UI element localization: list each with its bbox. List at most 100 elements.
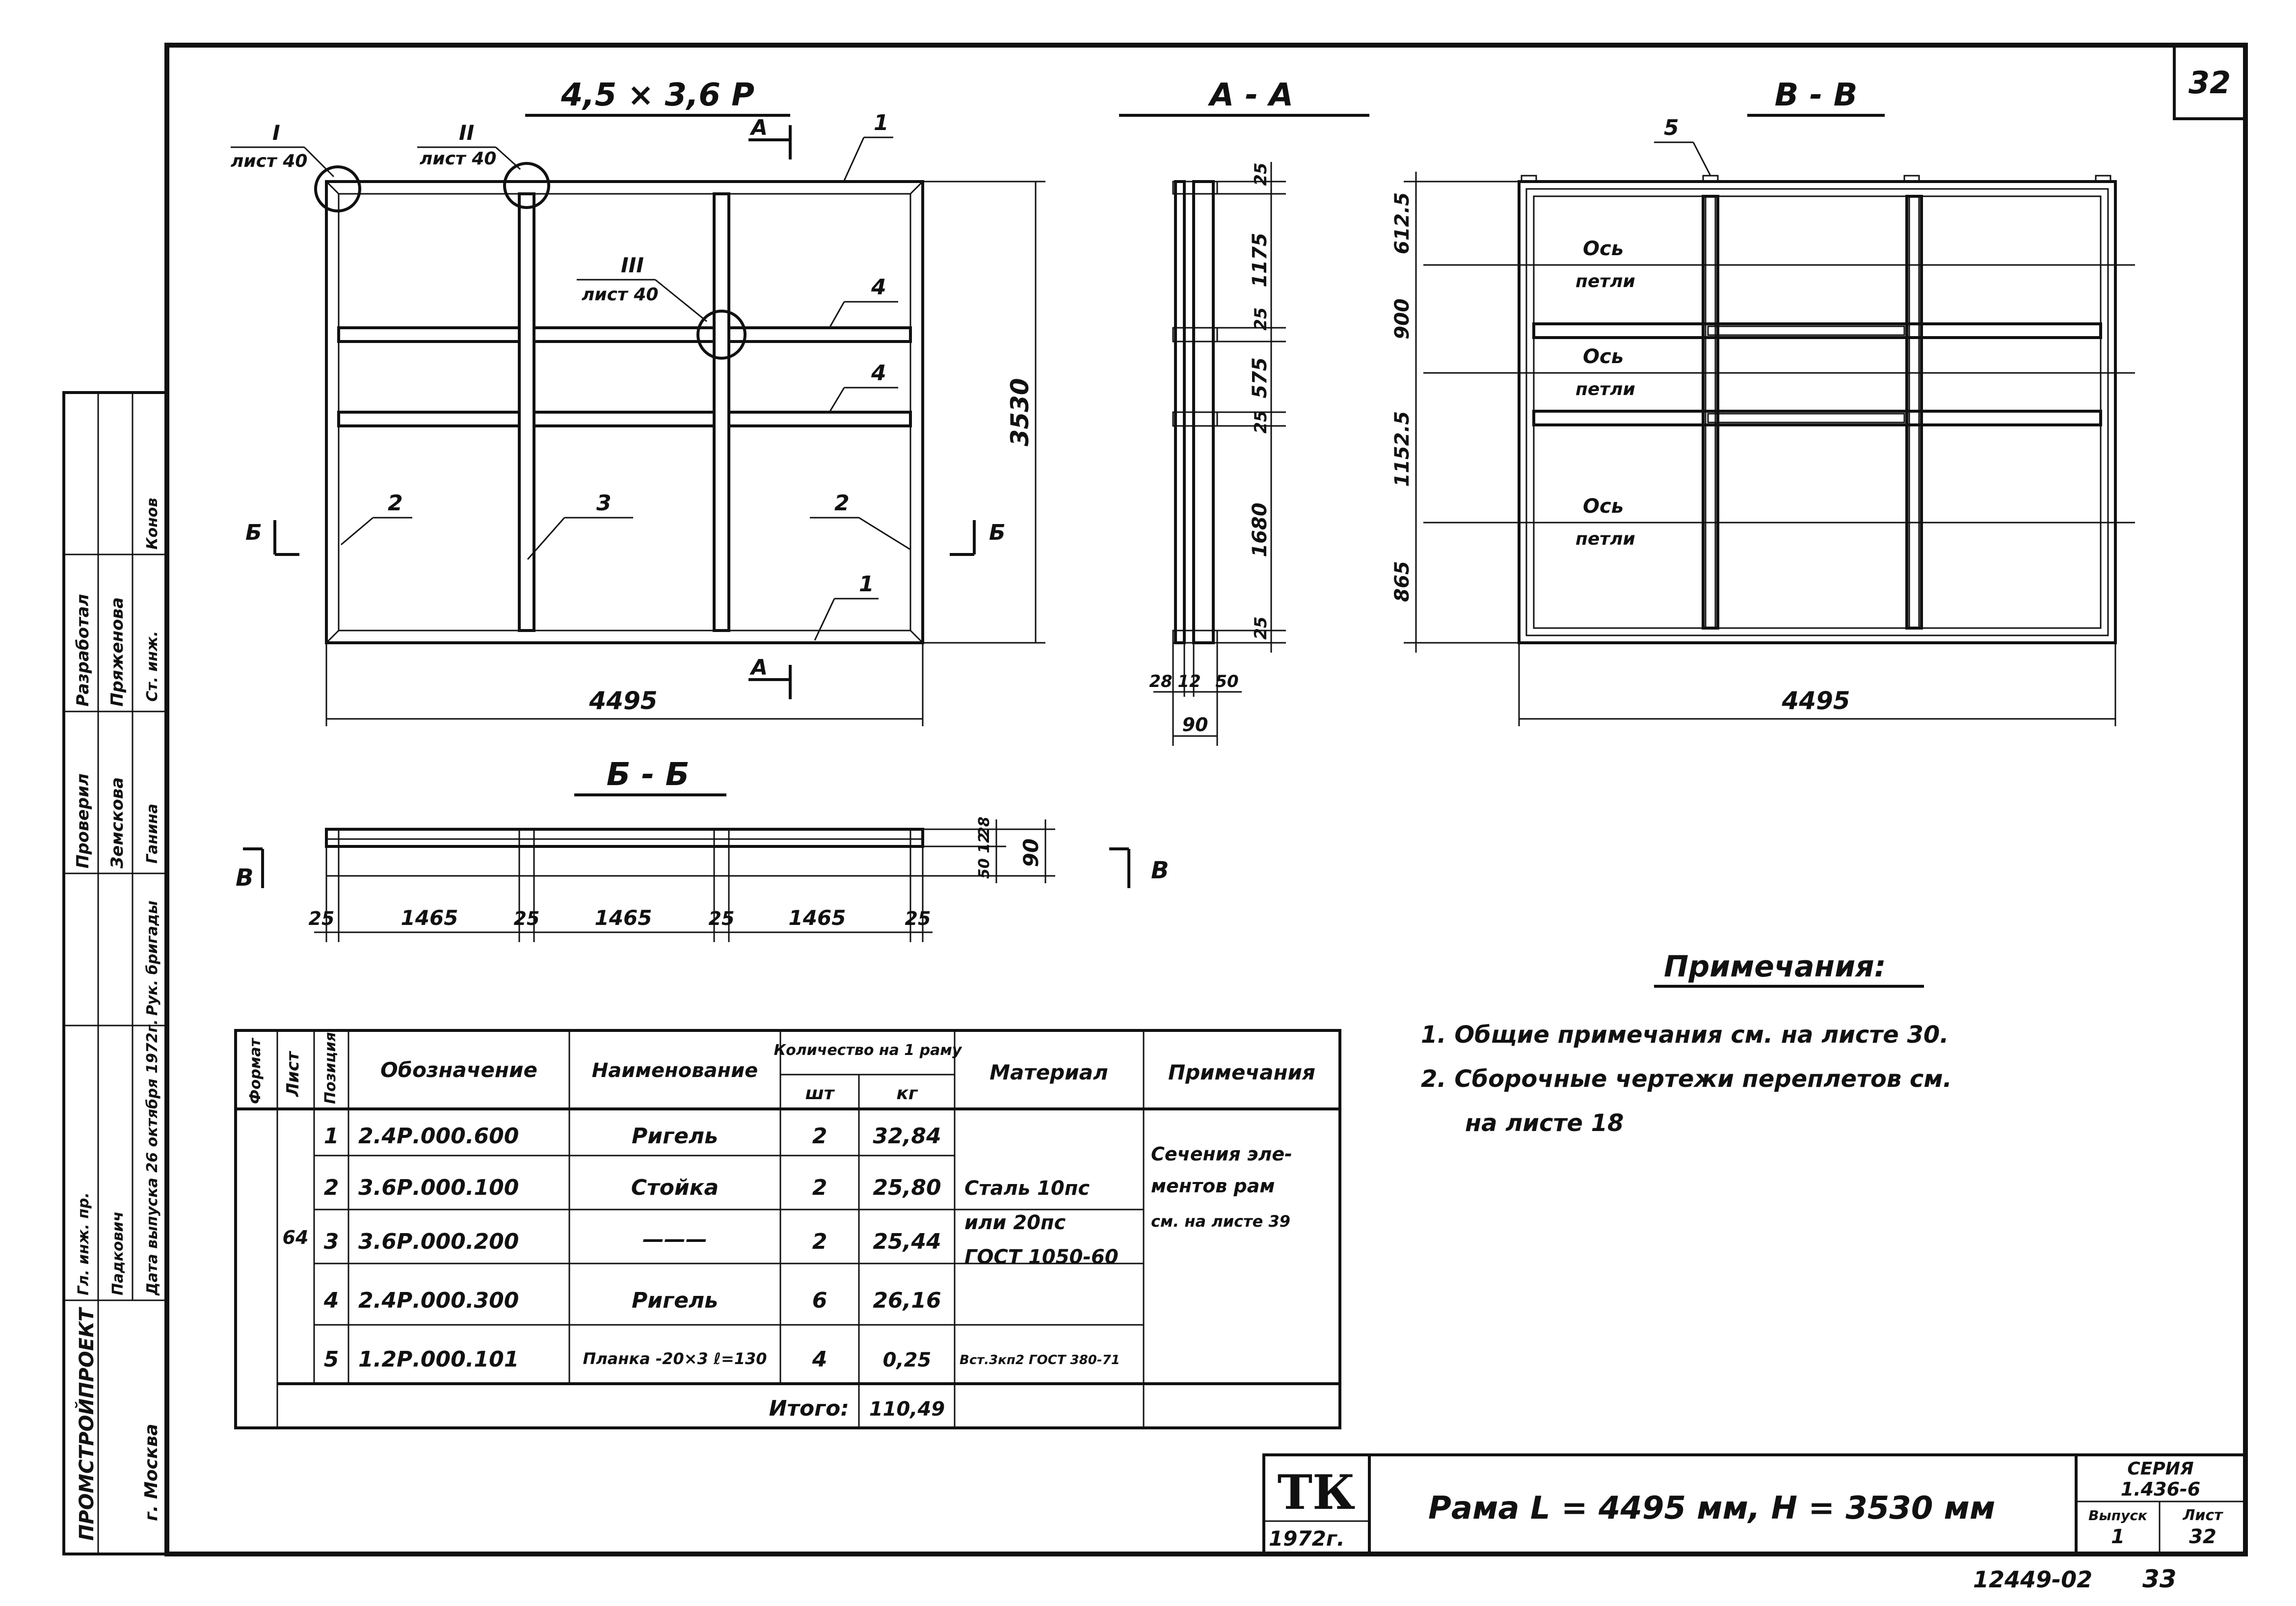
- bb-axis-1-sub: петли: [1575, 271, 1635, 291]
- r5-name: Планка -20×3 ℓ=130: [583, 1349, 767, 1368]
- r1-name: Ригель: [632, 1124, 718, 1149]
- r3-pcs: 2: [812, 1229, 828, 1254]
- 66-dim-7: 25: [905, 908, 931, 929]
- list-value: 32: [2189, 1526, 2216, 1548]
- title-year: 1972г.: [1269, 1527, 1345, 1551]
- bb-axis-1-label: Ось: [1583, 237, 1624, 260]
- section-aa-title: А - А: [1207, 77, 1293, 113]
- th-note: Примечания: [1168, 1060, 1315, 1084]
- r1-pcs: 2: [812, 1124, 828, 1149]
- note-1: 1. Общие примечания см. на листе 30.: [1421, 1021, 1949, 1049]
- r5-material: Вст.3кп2 ГОСТ 380-71: [960, 1353, 1120, 1368]
- main-view: 4,5 × 3,6 Р I лист 40 II лист 40 III: [231, 77, 1045, 726]
- series-label: СЕРИЯ: [2127, 1459, 2193, 1479]
- r4-designation: 2.4Р.000.300: [358, 1288, 519, 1313]
- callout-3-num: III: [621, 253, 644, 277]
- 66-right-dim-2: 12: [976, 833, 993, 853]
- 66-dim-1: 25: [309, 908, 335, 929]
- stamp-row-5-role: Ст. инж.: [144, 631, 161, 702]
- bb-axis-2-label: Ось: [1583, 345, 1624, 368]
- issue-label: Выпуск: [2088, 1507, 2148, 1524]
- stamp-row-3-role: Гл. инж. пр.: [75, 1192, 92, 1295]
- r3-name: ———: [642, 1227, 707, 1252]
- th-qty-pcs: шт: [805, 1083, 835, 1104]
- aa-bottom-dim-1: 28: [1149, 672, 1172, 691]
- td-list: 64: [283, 1227, 309, 1248]
- th-qty: Количество на 1 раму: [774, 1042, 962, 1059]
- r5-kg: 0,25: [883, 1349, 932, 1371]
- aa-dim-2: 1175: [1249, 233, 1271, 287]
- 66-dim-6: 1465: [789, 906, 846, 930]
- 66-right-dim-1: 28: [976, 816, 993, 837]
- aa-dim-7: 25: [1251, 616, 1271, 639]
- r1-pos: 1: [324, 1124, 339, 1149]
- section-66-letter-left: В: [236, 864, 254, 892]
- r4-kg: 26,16: [873, 1288, 941, 1313]
- callout-1-sheet: лист 40: [231, 151, 307, 171]
- sheet-frame: [164, 43, 2248, 1556]
- pos-4-lower: 4: [871, 361, 886, 386]
- pos-4-upper: 4: [871, 275, 886, 300]
- note-3: на листе 18: [1465, 1109, 1624, 1137]
- bb-dim-1: 612.5: [1391, 192, 1414, 255]
- th-pos: Позиция: [322, 1032, 339, 1104]
- main-width-dim: 4495: [588, 686, 657, 715]
- sheet-title: Рама L = 4495 мм, H = 3530 мм: [1428, 1490, 1995, 1527]
- r2-designation: 3.6Р.000.100: [358, 1175, 519, 1200]
- section-66: Б - Б В В 25 1465 25 1465 25 1465 25: [236, 757, 1169, 942]
- th-list: Лист: [283, 1051, 303, 1097]
- title-block: ТК 1972г. Рама L = 4495 мм, H = 3530 мм …: [1262, 1453, 2247, 1555]
- r3-designation: 3.6Р.000.200: [358, 1229, 519, 1254]
- 66-dim-5: 25: [709, 908, 735, 929]
- section-a-top: А: [749, 115, 768, 140]
- section-66-letter-right: В: [1151, 857, 1169, 884]
- pos-2-right: 2: [834, 491, 850, 516]
- callout-circle-1: [314, 165, 361, 212]
- bb-dim-3: 1152.5: [1391, 411, 1414, 487]
- th-material: Материал: [989, 1060, 1108, 1084]
- 66-right-dim-3: 50: [976, 858, 993, 879]
- total-label: Итого:: [769, 1396, 849, 1421]
- r1-designation: 2.4Р.000.600: [358, 1124, 519, 1149]
- aa-dim-4: 575: [1249, 357, 1271, 398]
- bb-pos-5: 5: [1664, 115, 1679, 140]
- pos-1-top: 1: [874, 110, 889, 135]
- callout-3-sheet: лист 40: [582, 285, 658, 305]
- bottom-code: 12449-02: [1973, 1566, 2092, 1593]
- stamp-row-1-name: Пряженова: [107, 597, 127, 707]
- th-format: Формат: [247, 1037, 264, 1104]
- aa-bottom-dim-2: 12: [1177, 672, 1201, 691]
- bb-dim-2: 900: [1391, 298, 1414, 340]
- aa-dim-3: 25: [1251, 307, 1271, 330]
- r5-pos: 5: [324, 1347, 339, 1372]
- r4-pcs: 6: [812, 1288, 828, 1313]
- note-line-3: см. на листе 39: [1151, 1212, 1290, 1231]
- callout-2-sheet: лист 40: [420, 149, 496, 169]
- 66-total-dim: 90: [1019, 839, 1043, 867]
- section-b-left: Б: [245, 520, 262, 545]
- callout-circle-2: [503, 162, 550, 209]
- main-height-dim: 3530: [1006, 378, 1034, 446]
- r3-pos: 3: [324, 1229, 339, 1254]
- stamp-date: Дата выпуска 26 октября 1972г.: [144, 1019, 161, 1296]
- th-qty-kg: кг: [896, 1083, 918, 1104]
- stamp-city: г. Москва: [141, 1424, 161, 1521]
- section-bb-title: В - В: [1775, 77, 1858, 113]
- material-line-1: Сталь 10пс: [964, 1177, 1090, 1200]
- stamp-org: ПРОМСТРОЙПРОЕКТ: [75, 1307, 98, 1541]
- note-line-2: ментов рам: [1151, 1175, 1275, 1197]
- bb-axis-3-sub: петли: [1575, 529, 1635, 549]
- r4-pos: 4: [323, 1288, 339, 1313]
- stamp-row-5-name: Конов: [144, 498, 161, 550]
- bottom-page: 33: [2142, 1565, 2177, 1593]
- aa-bottom-dim-3: 50: [1215, 672, 1238, 691]
- stamp-row-4-name: Ганина: [144, 804, 161, 864]
- stamp-row-2-name: Земскова: [107, 777, 127, 869]
- section-bb: В - В 5 Ось петли Ось петли Ось петли: [1391, 77, 2135, 726]
- aa-dim-6: 1680: [1249, 502, 1271, 557]
- sheet-number: 32: [2189, 65, 2231, 101]
- r2-kg: 25,80: [873, 1175, 941, 1200]
- pos-2-left: 2: [388, 491, 403, 516]
- material-line-2: или 20пс: [964, 1211, 1066, 1234]
